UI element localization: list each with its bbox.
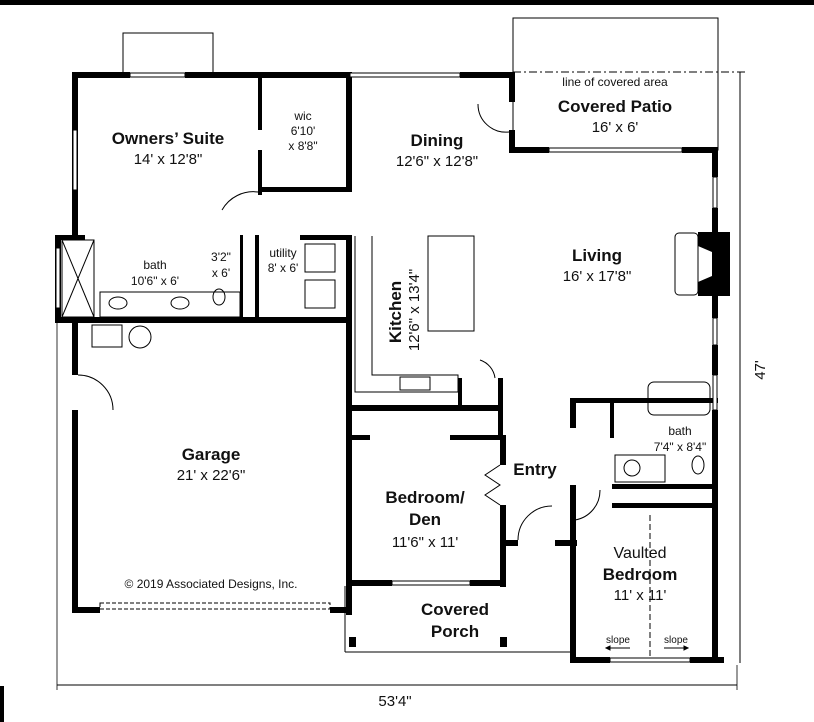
owners-suite-size: 14' x 12'8" <box>134 151 203 168</box>
water-heater <box>91 324 123 348</box>
slope-left: slope <box>606 635 630 646</box>
depth-dimension: 47' <box>752 360 769 380</box>
owners-suite-label: Owners’ Suite <box>112 129 224 148</box>
vanity <box>99 291 241 318</box>
utility-size: 8' x 6' <box>268 261 299 275</box>
washer <box>304 243 336 273</box>
covered-patio-label: Covered Patio <box>558 97 672 116</box>
bay-outline <box>122 32 214 74</box>
covered-porch-label-2: Porch <box>431 622 479 641</box>
suite-door-swing <box>221 191 259 211</box>
wic-label: wic <box>293 109 311 123</box>
vaulted-bedroom-label-2: Bedroom <box>603 565 678 584</box>
hall-bath-label: bath <box>668 424 691 438</box>
vaulted-bedroom-label-1: Vaulted <box>613 545 666 562</box>
wic-size-2: x 8'8" <box>288 139 317 153</box>
living-size: 16' x 17'8" <box>563 268 632 285</box>
copyright: © 2019 Associated Designs, Inc. <box>125 577 298 591</box>
covered-porch-label-1: Covered <box>421 600 489 619</box>
fixtures <box>61 78 719 657</box>
wc-size-1: 3'2" <box>211 250 231 264</box>
shower <box>61 239 95 318</box>
dryer <box>304 279 336 309</box>
bedroom-den-size: 11'6" x 11' <box>392 534 459 551</box>
covered-area-note: line of covered area <box>562 75 668 89</box>
entry-label: Entry <box>513 460 557 479</box>
hall-bath-size: 7'4" x 8'4" <box>654 440 706 454</box>
utility-label: utility <box>269 246 296 260</box>
windows <box>55 72 718 663</box>
covered-patio-size: 16' x 6' <box>592 119 639 136</box>
kitchen-label: Kitchen <box>386 281 405 343</box>
garage-door-swing <box>77 374 114 411</box>
hearth <box>674 232 699 296</box>
bifold-door <box>484 464 501 506</box>
wc-size-2: x 6' <box>212 266 230 280</box>
dining-size: 12'6" x 12'8" <box>396 153 478 170</box>
slope-arrows <box>604 645 690 651</box>
dining-label: Dining <box>411 131 464 150</box>
front-door-swing <box>517 505 553 541</box>
kitchen-counter <box>354 236 459 393</box>
master-bath-label: bath <box>143 258 166 272</box>
patio-door-swing <box>477 103 510 133</box>
cooktop <box>399 376 431 391</box>
fireplace <box>698 232 730 296</box>
dimension-lines <box>56 72 741 690</box>
slope-right: slope <box>664 635 688 646</box>
kitchen-island <box>427 235 475 332</box>
toilet <box>212 288 226 306</box>
garage-label: Garage <box>182 445 241 464</box>
width-dimension: 53'4" <box>378 693 411 710</box>
kitchen-size: 12'6" x 13'4" <box>406 269 423 351</box>
master-bath-size: 10'6" x 6' <box>131 274 179 288</box>
vaulted-bedroom-size: 11' x 11' <box>614 587 667 604</box>
living-label: Living <box>572 246 622 265</box>
bedroom-den-label-1: Bedroom/ <box>385 488 465 507</box>
garage-size: 21' x 22'6" <box>177 467 246 484</box>
bedroom-den-label-2: Den <box>409 510 441 529</box>
wic-size-1: 6'10' <box>291 124 316 138</box>
top-bar <box>0 0 814 5</box>
left-edge-mark <box>0 686 4 722</box>
garage-door <box>99 602 331 610</box>
bathtub <box>647 381 711 416</box>
